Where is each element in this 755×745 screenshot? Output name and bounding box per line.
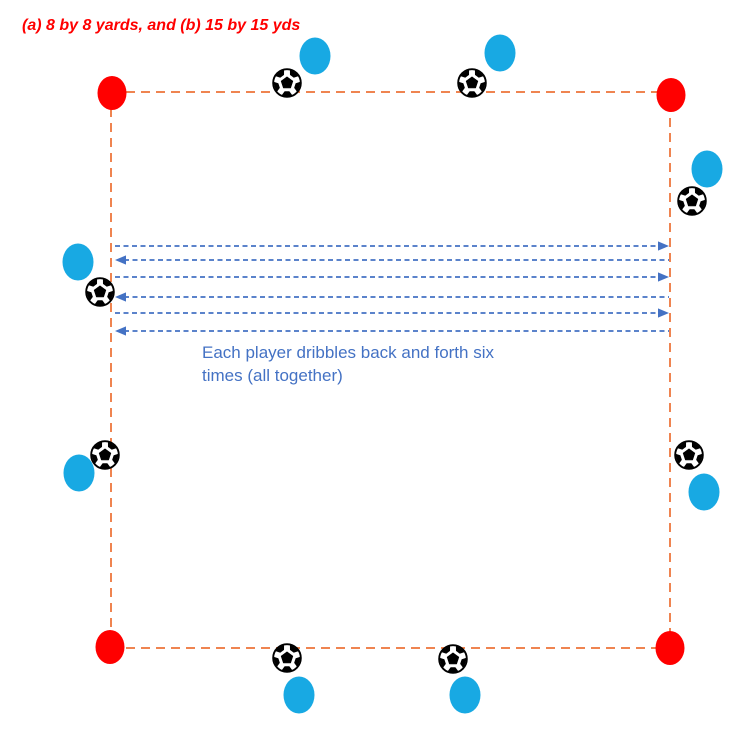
- soccer-ball-icon: [457, 68, 487, 98]
- player-marker: [62, 243, 94, 281]
- drill-instruction-line2: times (all together): [202, 366, 343, 385]
- dribble-arrow-left: [115, 292, 669, 302]
- drill-instruction: Each player dribbles back and forth six …: [202, 341, 494, 387]
- soccer-ball-icon: [272, 643, 302, 673]
- soccer-ball-icon: [677, 186, 707, 216]
- field-outline: [110, 91, 671, 649]
- player-marker: [283, 676, 315, 714]
- dribble-arrow-left: [115, 255, 669, 265]
- player-marker: [691, 150, 723, 188]
- drill-instruction-line1: Each player dribbles back and forth six: [202, 343, 494, 362]
- soccer-ball-icon: [674, 440, 704, 470]
- corner-cone-marker: [655, 631, 685, 665]
- soccer-ball-icon: [438, 644, 468, 674]
- corner-cone-marker: [656, 78, 686, 112]
- soccer-ball-icon: [272, 68, 302, 98]
- corner-cone-marker: [95, 630, 125, 664]
- soccer-ball-icon: [85, 277, 115, 307]
- page-title: (a) 8 by 8 yards, and (b) 15 by 15 yds: [22, 17, 301, 34]
- dribble-arrow-right: [115, 241, 669, 251]
- player-marker: [449, 676, 481, 714]
- player-marker: [484, 34, 516, 72]
- player-marker: [63, 454, 95, 492]
- dribble-arrow-right: [115, 308, 669, 318]
- dribble-arrow-left: [115, 326, 669, 336]
- soccer-ball-icon: [90, 440, 120, 470]
- player-marker: [688, 473, 720, 511]
- corner-cone-marker: [97, 76, 127, 110]
- dribble-arrow-right: [115, 272, 669, 282]
- player-marker: [299, 37, 331, 75]
